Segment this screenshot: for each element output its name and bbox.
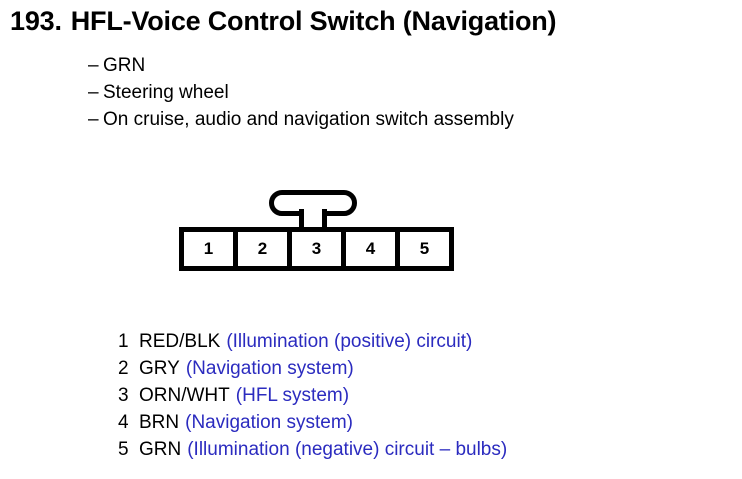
feature-list-item-label: GRN (103, 55, 146, 76)
pin-legend: 1 RED/BLK (Illumination (positive) circu… (118, 328, 507, 463)
pin-legend-wire-color: RED/BLK (139, 331, 221, 352)
page-title-number: 193. (10, 6, 62, 36)
pin-legend-wire-color: BRN (139, 412, 180, 433)
feature-list-item-label: On cruise, audio and navigation switch a… (103, 109, 514, 130)
page-title: 193. HFL-Voice Control Switch (Navigation… (10, 4, 557, 38)
connector-pin-number: 2 (257, 239, 268, 258)
dash-bullet-icon: – (88, 109, 99, 130)
dash-bullet-icon: – (88, 55, 99, 76)
pin-legend-description: (Navigation system) (185, 412, 354, 433)
pin-legend-number: 5 (118, 439, 129, 460)
pin-legend-row: 2 GRY (Navigation system) (118, 355, 507, 382)
pin-legend-number: 2 (118, 358, 129, 379)
connector-pin-number: 4 (365, 239, 376, 258)
pin-legend-number: 4 (118, 412, 129, 433)
pin-legend-wire-color: GRY (139, 358, 180, 379)
connector-pin-cell: 2 (238, 232, 292, 266)
connector-pin-cell: 4 (346, 232, 400, 266)
pin-legend-number: 3 (118, 385, 129, 406)
feature-list-item-label: Steering wheel (103, 82, 229, 103)
pin-legend-number: 1 (118, 331, 129, 352)
pin-legend-description: (Illumination (positive) circuit) (226, 331, 473, 352)
feature-list-item: – Steering wheel (88, 79, 514, 106)
pin-legend-row: 3 ORN/WHT (HFL system) (118, 382, 507, 409)
pin-legend-row: 4 BRN (Navigation system) (118, 409, 507, 436)
dash-bullet-icon: – (88, 82, 99, 103)
connector-latch-neck-icon (299, 209, 327, 231)
pin-legend-description: (Navigation system) (185, 358, 354, 379)
pin-legend-wire-color: ORN/WHT (139, 385, 230, 406)
connector-body: 1 2 3 4 5 (179, 227, 454, 271)
connector-pin-number: 3 (311, 239, 322, 258)
pin-legend-row: 1 RED/BLK (Illumination (positive) circu… (118, 328, 507, 355)
connector-pin-cell: 1 (184, 232, 238, 266)
pin-legend-wire-color: GRN (139, 439, 182, 460)
pin-legend-description: (Illumination (negative) circuit – bulbs… (187, 439, 508, 460)
pin-legend-description: (HFL system) (235, 385, 350, 406)
connector-diagram: 1 2 3 4 5 (179, 190, 459, 274)
page-title-text: HFL-Voice Control Switch (Navigation) (70, 6, 557, 36)
connector-pin-cell: 3 (292, 232, 346, 266)
connector-pin-number: 1 (203, 239, 214, 258)
feature-list-item: – GRN (88, 52, 514, 79)
feature-list-item: – On cruise, audio and navigation switch… (88, 106, 514, 133)
pin-legend-row: 5 GRN (Illumination (negative) circuit –… (118, 436, 507, 463)
connector-pin-cell: 5 (400, 232, 449, 266)
connector-pin-number: 5 (419, 239, 430, 258)
feature-list: – GRN – Steering wheel – On cruise, audi… (88, 52, 514, 133)
